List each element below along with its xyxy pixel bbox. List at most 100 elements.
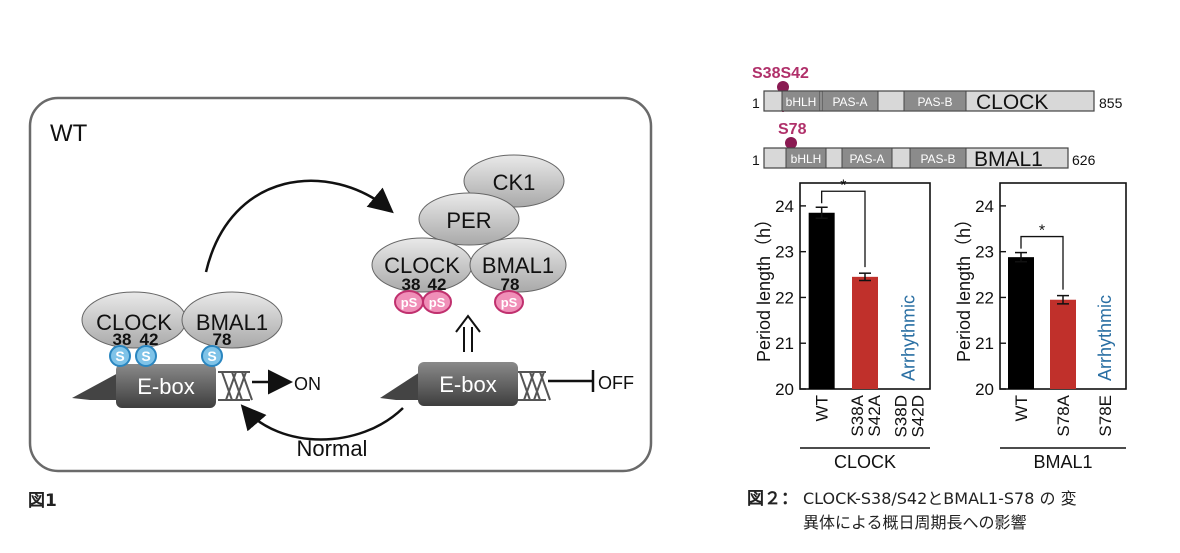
clock-ytick-label: 20 — [775, 380, 794, 399]
bmal1-significance-star: * — [1039, 223, 1045, 240]
right-phospho-badges: pS pS pS — [394, 290, 524, 314]
per-ellipse — [418, 192, 520, 246]
phospho-42-badge-label: pS — [429, 295, 446, 310]
figure2-caption-label: 図２： — [747, 489, 798, 509]
bmal1-ytick-label: 23 — [975, 243, 994, 262]
bmal1-name: BMAL1 — [974, 148, 1043, 171]
bmal1-pasb-domain — [909, 147, 967, 169]
bmal1-category-label: S78A — [1054, 394, 1073, 436]
bmal1-bar-mutant — [1050, 299, 1076, 389]
bmal1-ytick-label: 20 — [975, 380, 994, 399]
bmal1-ytick-label: 22 — [975, 288, 994, 307]
clock-sites-label: S38S42 — [752, 65, 809, 82]
bmal1-start: 1 — [752, 152, 760, 168]
left-bmal1-label: BMAL1 — [196, 310, 268, 335]
right-bmal1-ellipse — [469, 237, 567, 293]
normal-cycle-arrow — [240, 404, 404, 441]
bmal1-bhlh-label: bHLH — [791, 152, 822, 166]
wt-panel-frame — [28, 96, 653, 473]
figure2-caption-line2: 異体による概日周期長への影響 — [803, 513, 1027, 532]
left-site-78: 78 — [213, 330, 232, 349]
clock-site-marker — [777, 81, 789, 93]
bmal1-y-axis-label: Period length（h） — [954, 210, 974, 362]
left-clock-label: CLOCK — [96, 310, 172, 335]
bmal1-arrhythmic-label: Arrhythmic — [1095, 295, 1115, 381]
serine-78-badge-label: S — [207, 348, 216, 364]
clock-bar-wt — [808, 212, 835, 389]
right-ebox — [418, 362, 518, 406]
bmal1-category-label: WT — [1012, 395, 1031, 421]
clock-group-label: CLOCK — [834, 452, 896, 472]
clock-bhlh-domain — [781, 90, 821, 112]
clock-category-label: WT — [813, 395, 832, 421]
serine-78-badge — [201, 345, 223, 367]
off-inhibition-line — [548, 370, 595, 392]
bmal1-pasa-label: PAS-A — [849, 152, 884, 166]
figure2-caption-line1: CLOCK-S38/S42とBMAL1-S78 の 変 — [803, 489, 1077, 508]
right-site-38: 38 — [402, 275, 421, 294]
wt-panel-label: WT — [50, 120, 88, 147]
clock-significance-bracket — [821, 190, 866, 268]
right-site-78: 78 — [501, 275, 520, 294]
clock-pasb-label: PAS-B — [917, 95, 952, 109]
clock-category-label: S38D — [891, 395, 910, 438]
clock-ytick-label: 22 — [775, 288, 794, 307]
per-label: PER — [446, 208, 491, 233]
clock-name: CLOCK — [976, 91, 1048, 114]
left-site-38: 38 — [113, 330, 132, 349]
double-up-arrow — [455, 314, 481, 352]
clock-significance-star: * — [840, 177, 846, 194]
right-bmal1-label: BMAL1 — [482, 253, 554, 278]
left-ebox — [116, 364, 216, 408]
right-clock-label: CLOCK — [384, 253, 460, 278]
bmal1-ytick-label: 21 — [975, 334, 994, 353]
phospho-38-badge-label: pS — [401, 295, 418, 310]
figure1-caption: 図1 — [28, 491, 57, 511]
clock-arrhythmic-label: Arrhythmic — [898, 295, 918, 381]
left-dna — [72, 371, 253, 401]
clock-category-label: S42A — [865, 394, 884, 436]
clock-ytick-label: 23 — [775, 243, 794, 262]
right-dna — [380, 371, 551, 401]
bmal1-category-label: S78E — [1096, 395, 1115, 437]
right-site-42: 42 — [428, 275, 447, 294]
ck1-label: CK1 — [493, 170, 536, 195]
serine-38-badge-label: S — [115, 348, 124, 364]
bmal1-domain-diagram: S78 1 bHLH PAS-A PAS-B BMAL1 626 — [752, 121, 1096, 171]
bmal1-site-marker — [785, 137, 797, 149]
off-label: OFF — [598, 373, 634, 393]
clock-domain-diagram: S38S42 1 bHLH PAS-A PAS-B CLOCK 855 — [752, 65, 1123, 114]
phospho-78-badge-label: pS — [501, 295, 518, 310]
clock-y-axis-label: Period length（h） — [754, 210, 774, 362]
clock-bhlh-label: bHLH — [786, 95, 817, 109]
bmal1-sites-label: S78 — [778, 121, 807, 138]
right-ebox-label: E-box — [439, 372, 496, 397]
clock-start: 1 — [752, 95, 760, 111]
clock-bar-mutant — [852, 276, 878, 389]
clock-end: 855 — [1099, 95, 1123, 111]
normal-label: Normal — [297, 436, 368, 461]
bmal1-end: 626 — [1072, 152, 1096, 168]
serine-42-badge-label: S — [141, 348, 150, 364]
left-ebox-label: E-box — [137, 374, 194, 399]
bmal1-pasb-label: PAS-B — [920, 152, 955, 166]
clock-ytick-label: 21 — [775, 334, 794, 353]
clock-category-label: S42D — [908, 395, 927, 438]
clock-ytick-label: 24 — [775, 197, 794, 216]
clock-pasb-domain — [903, 90, 967, 112]
serine-42-badge — [135, 345, 157, 367]
on-label: ON — [294, 374, 321, 394]
bmal1-significance-bracket — [1020, 235, 1064, 290]
bmal1-bar-wt — [1008, 257, 1034, 389]
serine-38-badge — [109, 345, 131, 367]
left-bmal1-ellipse — [181, 291, 283, 349]
left-site-42: 42 — [140, 330, 159, 349]
bmal1-group-label: BMAL1 — [1033, 452, 1092, 472]
phospho-42-badge — [422, 290, 452, 314]
clock-pasa-domain — [821, 90, 879, 112]
clock-pasa-label: PAS-A — [832, 95, 867, 109]
binding-arrow — [204, 179, 394, 273]
left-site-badges: S S S — [109, 345, 223, 367]
